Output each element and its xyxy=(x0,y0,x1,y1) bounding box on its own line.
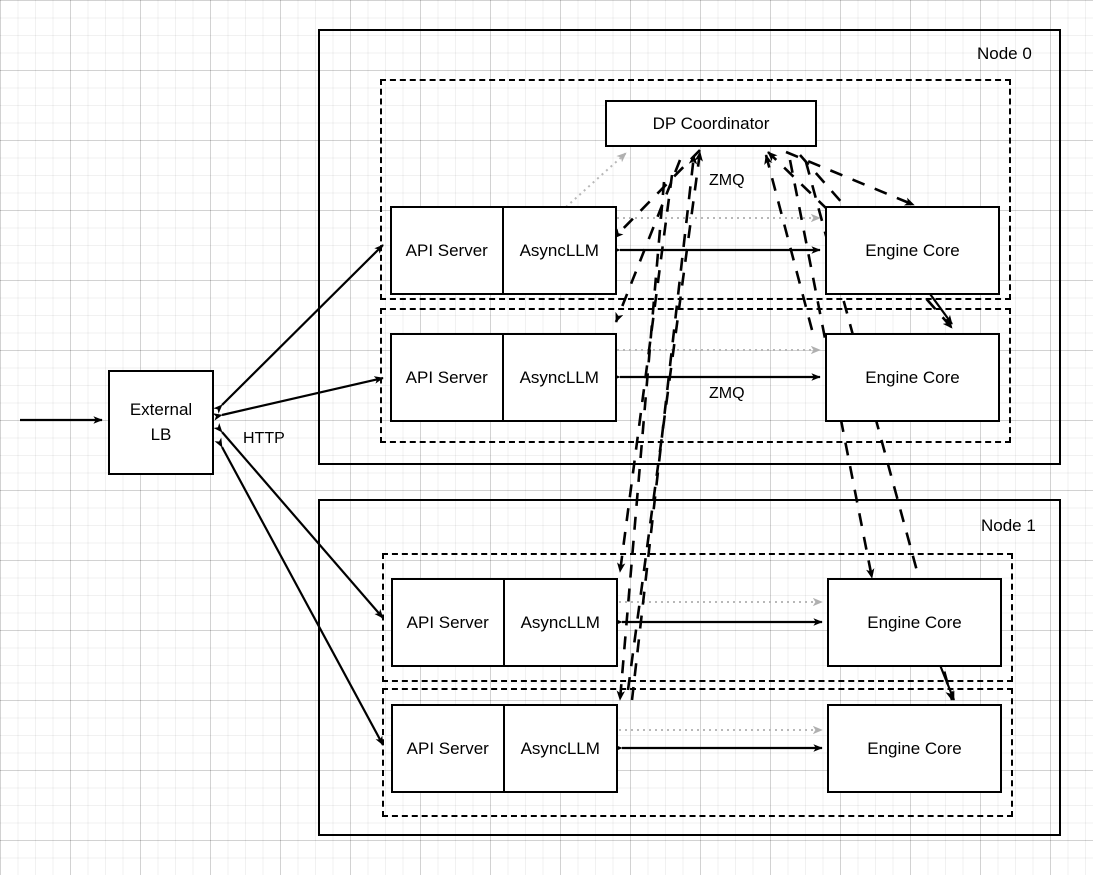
node-0-container xyxy=(318,29,1061,465)
async-llm-cell[interactable]: AsyncLLM xyxy=(520,738,600,758)
node-1-rank-1-server-box[interactable]: API Server AsyncLLM xyxy=(391,704,618,793)
node-0-rank-1-group xyxy=(380,308,1011,443)
async-llm-cell[interactable]: AsyncLLM xyxy=(519,367,599,387)
dp-coordinator-label: DP Coordinator xyxy=(652,113,770,133)
node-0-rank-1-engine-core-box[interactable]: Engine Core xyxy=(825,333,1000,422)
node-0-rank-0-server-box[interactable]: API Server AsyncLLM xyxy=(390,206,617,295)
engine-core-label: Engine Core xyxy=(865,240,960,260)
api-server-cell[interactable]: API Server xyxy=(392,208,504,293)
node-1-rank-0-server-box[interactable]: API Server AsyncLLM xyxy=(391,578,618,667)
node-1-rank-1-group xyxy=(382,688,1013,817)
node-0-label: Node 0 xyxy=(977,44,1032,63)
node-1-rank-0-engine-core-box[interactable]: Engine Core xyxy=(827,578,1002,667)
node-1-container xyxy=(318,499,1061,836)
engine-core-label: Engine Core xyxy=(867,612,962,632)
node-1-label: Node 1 xyxy=(981,516,1036,535)
api-server-cell[interactable]: API Server xyxy=(393,706,505,791)
external-lb-box[interactable]: External LB xyxy=(108,370,214,475)
async-llm-cell[interactable]: AsyncLLM xyxy=(519,240,599,260)
external-lb-label-line2: LB xyxy=(150,424,172,444)
node-1-rank-1-engine-core-box[interactable]: Engine Core xyxy=(827,704,1002,793)
api-server-cell[interactable]: API Server xyxy=(393,580,505,665)
node-0-rank-0-group xyxy=(380,79,1011,300)
external-lb-label-line1: External xyxy=(129,399,193,419)
zmq-label-bottom: ZMQ xyxy=(709,385,745,402)
engine-core-label: Engine Core xyxy=(867,738,962,758)
engine-core-label: Engine Core xyxy=(865,367,960,387)
api-server-cell[interactable]: API Server xyxy=(392,335,504,420)
async-llm-cell[interactable]: AsyncLLM xyxy=(520,612,600,632)
http-label: HTTP xyxy=(243,430,285,447)
node-1-rank-0-group xyxy=(382,553,1013,682)
zmq-label-top: ZMQ xyxy=(709,172,745,189)
node-0-rank-0-engine-core-box[interactable]: Engine Core xyxy=(825,206,1000,295)
node-0-rank-1-server-box[interactable]: API Server AsyncLLM xyxy=(390,333,617,422)
dp-coordinator-box[interactable]: DP Coordinator xyxy=(605,100,817,147)
